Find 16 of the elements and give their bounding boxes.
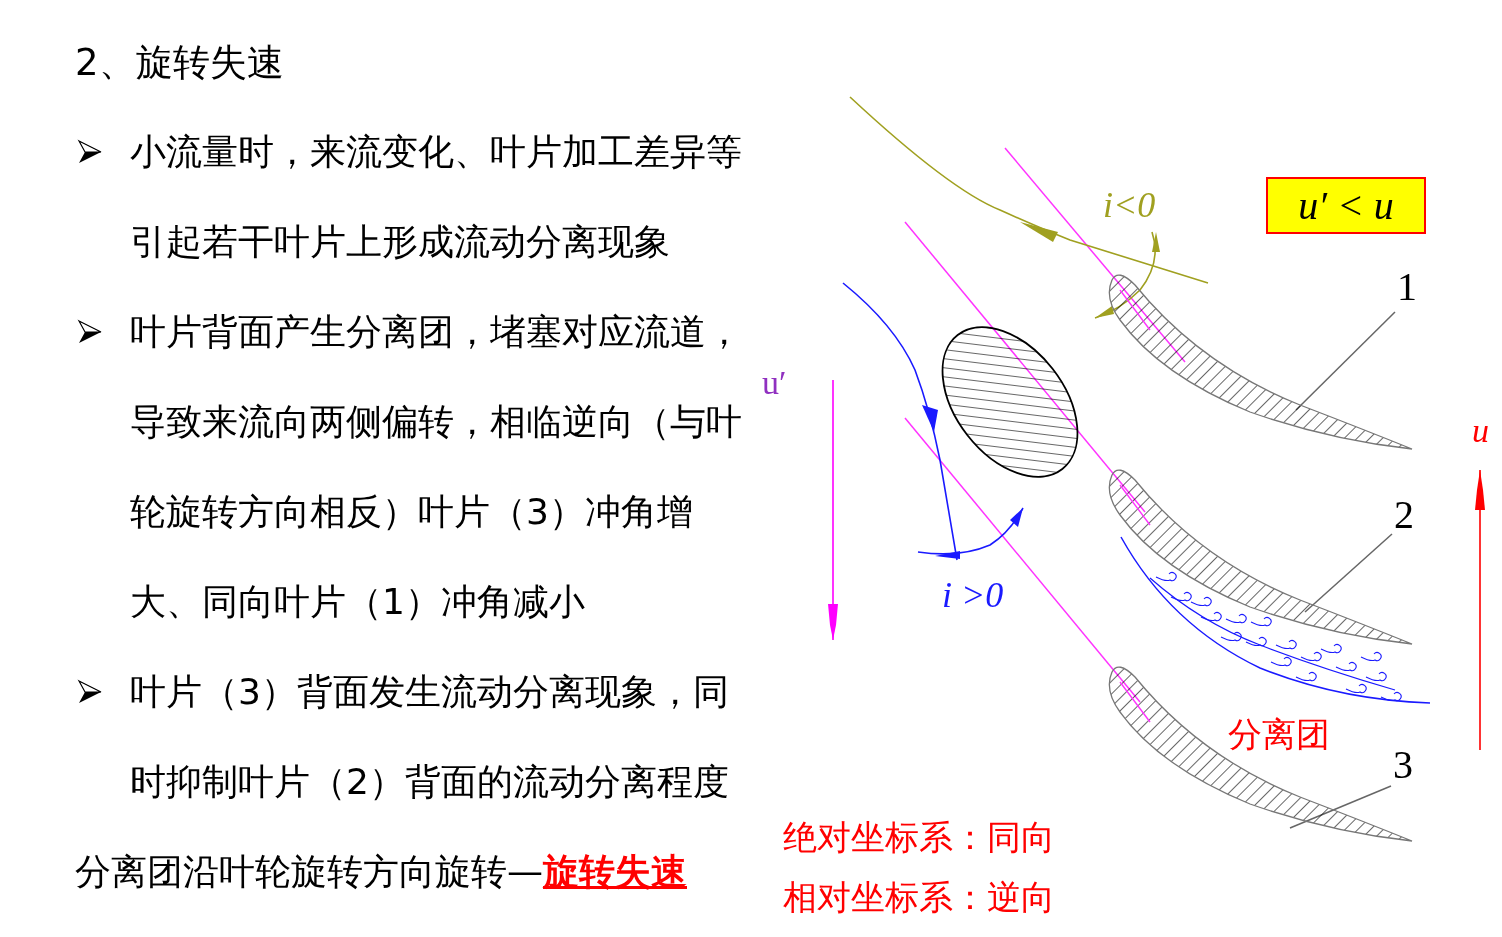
callout-number: 1 [1395,264,1419,310]
zone-label: 分离团 [1228,713,1330,756]
formula-box: u′ < u [1266,177,1426,234]
velocity-label: u′ [762,364,787,402]
note-text: 相对坐标系：逆向 [783,876,1055,919]
velocity-label: u [1472,412,1489,450]
slide-heading: 2、旋转失速 [75,40,284,86]
conclusion-text: 分离团沿叶轮旋转方向旋转—旋转失速 [75,850,687,894]
note-text: 绝对坐标系：同向 [783,816,1055,859]
angle-label: i >0 [942,574,1004,616]
bullet-text: 叶片背面产生分离团，堵塞对应流道，导致来流向两侧偏转，相临逆向（与叶轮旋转方向相反）叶片（3）冲角增大、同向叶片（1）冲角减小 [130,310,743,624]
bullet-text: 小流量时，来流变化、叶片加工差异等引起若干叶片上形成流动分离现象 [130,130,743,264]
bullet-text: 叶片（3）背面发生流动分离现象，同时抑制叶片（2）背面的流动分离程度 [130,670,730,804]
callout-number: 3 [1391,742,1415,788]
callout-number: 2 [1392,492,1416,538]
angle-label: i<0 [1103,184,1156,226]
